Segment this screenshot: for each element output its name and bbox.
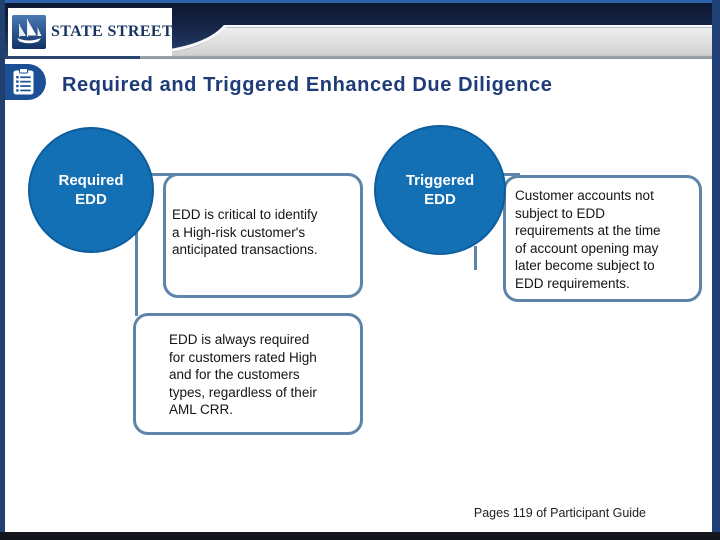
logo-panel: STATE STREET. <box>8 8 176 56</box>
node-required-edd: Required EDD <box>28 127 154 253</box>
ship-logo-icon <box>12 15 46 49</box>
callout-critical: EDD is critical to identify a High-risk … <box>163 173 363 298</box>
header-top-accent <box>0 0 720 3</box>
node-triggered-edd: Triggered EDD <box>374 125 506 255</box>
connector-triggered-stub <box>474 246 477 270</box>
callout-always: EDD is always required for customers rat… <box>133 313 363 435</box>
header: STATE STREET. <box>0 0 720 59</box>
callout-customer: Customer accounts not subject to EDD req… <box>503 175 702 302</box>
connector-required-to-always <box>135 228 138 316</box>
connector-triggered-to-customer <box>496 173 520 176</box>
frame-border-right <box>712 0 720 540</box>
footer-page-ref: Pages 119 of Participant Guide <box>473 506 646 520</box>
clipboard-list-icon <box>13 68 34 95</box>
connector-required-to-critical <box>148 173 180 176</box>
frame-bottom-bar <box>0 532 720 540</box>
frame-border-left <box>0 0 5 540</box>
page-title: Required and Triggered Enhanced Due Dili… <box>62 73 553 96</box>
header-swoosh <box>140 25 720 59</box>
brand-text: STATE STREET. <box>51 23 177 40</box>
